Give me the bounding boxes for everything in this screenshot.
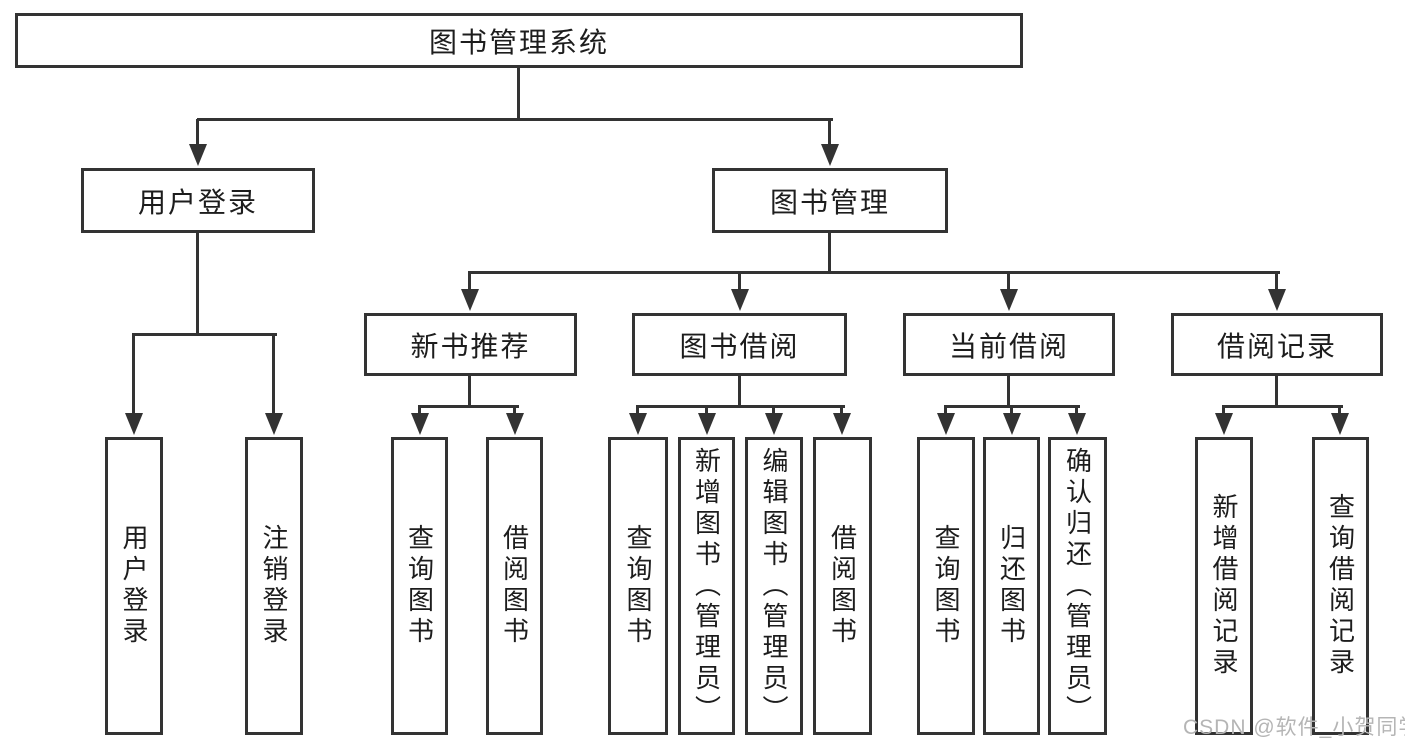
arrowhead-down-icon [937,413,955,435]
connector-line [197,118,833,121]
leaf-add-borrow-record-label: 新增借阅记录 [1209,493,1239,679]
arrowhead-down-icon [411,413,429,435]
leaf-query-borrow-record-label: 查询借阅记录 [1325,493,1356,679]
connector-line [705,407,708,417]
leaf-user-login: 用户登录 [105,437,163,735]
leaf-query-book-current-label: 查询图书 [931,524,961,648]
leaf-query-book-newbook: 查询图书 [391,437,448,735]
connector-line [468,273,471,291]
connector-line [636,405,845,408]
connector-line [1222,405,1343,408]
node-current-borrow: 当前借阅 [903,313,1115,376]
leaf-add-book-admin: 新增图书（管理员） [678,437,735,735]
connector-line [1010,407,1013,417]
node-current-borrow-label: 当前借阅 [948,330,1069,362]
connector-line [132,335,135,415]
connector-line [772,407,775,417]
leaf-logout: 注销登录 [245,437,303,735]
node-root: 图书管理系统 [15,13,1023,68]
arrowhead-down-icon [821,144,839,166]
connector-line [1275,376,1278,407]
connector-line [196,233,199,335]
connector-line [272,335,275,415]
node-book-management: 图书管理 [712,168,948,233]
connector-line [1007,273,1010,291]
connector-line [828,119,831,148]
csdn-watermark: CSDN @软件_小贺同学 [1183,716,1405,739]
arrowhead-down-icon [461,289,479,311]
leaf-query-book-borrow: 查询图书 [608,437,668,735]
leaf-borrow-book-label: 借阅图书 [827,524,858,648]
arrowhead-down-icon [125,413,143,435]
leaf-query-book-current: 查询图书 [917,437,975,735]
connector-line [840,407,843,417]
node-root-label: 图书管理系统 [428,26,609,58]
connector-line [513,407,516,417]
leaf-query-borrow-record: 查询借阅记录 [1312,437,1369,735]
connector-line [828,233,831,273]
arrowhead-down-icon [1331,413,1349,435]
leaf-confirm-return-admin: 确认归还（管理员） [1048,437,1107,735]
connector-line [738,376,741,407]
leaf-confirm-return-admin-label: 确认归还（管理员） [1062,446,1093,726]
connector-line [944,407,947,417]
arrowhead-down-icon [833,413,851,435]
node-book-management-label: 图书管理 [769,186,890,218]
connector-line [944,405,1080,408]
leaf-add-book-admin-label: 新增图书（管理员） [691,446,722,726]
leaf-borrow-book-newbook-label: 借阅图书 [499,524,530,648]
connector-line [738,273,741,291]
node-book-borrow-label: 图书借阅 [679,330,800,362]
arrowhead-down-icon [698,413,716,435]
arrowhead-down-icon [731,289,749,311]
node-borrow-record-label: 借阅记录 [1216,330,1337,362]
connector-line [418,407,421,417]
arrowhead-down-icon [1068,413,1086,435]
arrowhead-down-icon [265,413,283,435]
node-new-book-recommend: 新书推荐 [364,313,577,376]
connector-line [196,119,199,148]
connector-line [132,333,277,336]
node-user-login: 用户登录 [81,168,315,233]
leaf-add-borrow-record: 新增借阅记录 [1195,437,1253,735]
leaf-borrow-book: 借阅图书 [813,437,872,735]
leaf-edit-book-admin: 编辑图书（管理员） [745,437,803,735]
leaf-query-book-newbook-label: 查询图书 [404,524,435,648]
connector-line [517,68,520,119]
arrowhead-down-icon [1215,413,1233,435]
node-borrow-record: 借阅记录 [1171,313,1383,376]
node-new-book-recommend-label: 新书推荐 [410,330,531,362]
arrowhead-down-icon [1003,413,1021,435]
leaf-borrow-book-newbook: 借阅图书 [486,437,543,735]
connector-line [1338,407,1341,417]
arrowhead-down-icon [1000,289,1018,311]
connector-line [1275,273,1278,291]
arrowhead-down-icon [189,144,207,166]
connector-line [1007,376,1010,407]
leaf-return-book-label: 归还图书 [996,524,1027,648]
arrowhead-down-icon [506,413,524,435]
leaf-query-book-borrow-label: 查询图书 [623,524,653,648]
connector-line [468,271,1280,274]
node-book-borrow: 图书借阅 [632,313,847,376]
connector-line [636,407,639,417]
leaf-user-login-label: 用户登录 [119,524,149,648]
connector-line [418,405,519,408]
arrowhead-down-icon [765,413,783,435]
connector-line [468,376,471,407]
arrowhead-down-icon [1268,289,1286,311]
node-user-login-label: 用户登录 [137,186,258,218]
connector-line [1075,407,1078,417]
leaf-return-book: 归还图书 [983,437,1040,735]
arrowhead-down-icon [629,413,647,435]
connector-line [1222,407,1225,417]
leaf-edit-book-admin-label: 编辑图书（管理员） [759,446,789,726]
leaf-logout-label: 注销登录 [259,524,289,648]
